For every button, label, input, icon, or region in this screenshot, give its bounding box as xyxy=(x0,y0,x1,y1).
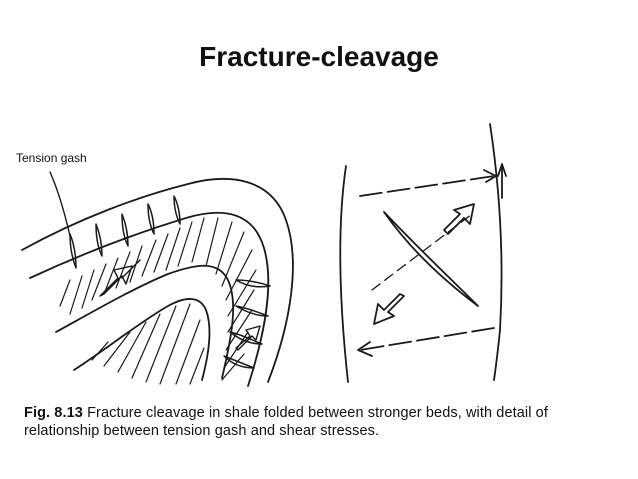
inner-bed-hatching xyxy=(91,303,205,385)
tension-gash-lens xyxy=(383,211,479,307)
extension-arrow-lower xyxy=(373,293,405,325)
tension-gash-label: Tension gash xyxy=(16,151,87,165)
detail-left-boundary xyxy=(339,165,349,383)
figure-caption: Fig. 8.13 Fracture cleavage in shale fol… xyxy=(24,404,624,440)
shale-outer-boundary xyxy=(29,211,270,387)
bottom-shear-arrow xyxy=(359,327,495,351)
top-shear-arrow xyxy=(359,175,495,197)
caption-fig-number: Fig. 8.13 xyxy=(24,405,83,421)
inner-bed-boundary xyxy=(73,298,211,381)
detail-drawing xyxy=(339,123,507,383)
outer-bed-boundary xyxy=(21,178,294,383)
folded-bed-drawing xyxy=(21,171,294,387)
detail-right-boundary xyxy=(489,123,503,381)
slide-title: Fracture-cleavage xyxy=(199,41,439,72)
extension-arrow-upper xyxy=(443,203,475,235)
fracture-cleavage-diagram: Tension gash xyxy=(16,123,507,387)
caption-text: Fracture cleavage in shale folded betwee… xyxy=(24,405,548,439)
tension-gash-leader xyxy=(49,171,71,237)
cleavage-hatching xyxy=(59,217,257,381)
tension-gashes-outer xyxy=(69,195,271,369)
shale-inner-boundary xyxy=(55,264,235,379)
shear-arrows-fold xyxy=(99,259,261,351)
